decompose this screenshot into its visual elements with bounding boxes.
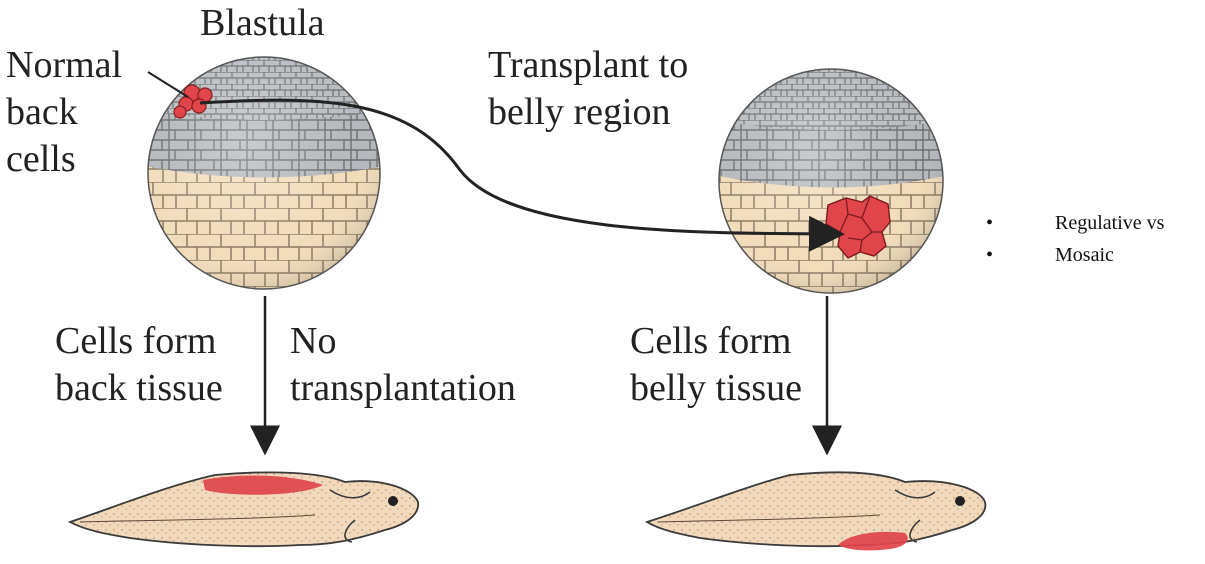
label-no: No: [290, 318, 336, 364]
bullet-item: • Mosaic: [986, 240, 1201, 270]
bullet-marker: •: [986, 240, 1006, 270]
label-cells-form-back-1: Cells form: [55, 318, 216, 364]
label-leader-line: [148, 72, 188, 97]
label-cells-form-belly-2: belly tissue: [630, 365, 802, 411]
blastula-left: [140, 50, 390, 300]
label-blastula: Blastula: [200, 0, 325, 46]
label-cells-form-back-2: back tissue: [55, 365, 223, 411]
bullet-text: Mosaic: [1055, 240, 1114, 270]
label-transplant-line2: belly region: [488, 89, 671, 135]
label-normal: Normal: [6, 42, 122, 88]
label-transplantation: transplantation: [290, 365, 516, 411]
eye-right: [955, 496, 965, 506]
bullet-item: • Regulative vs: [986, 208, 1201, 238]
label-transplant-line1: Transplant to: [488, 42, 688, 88]
eye-left: [388, 496, 398, 506]
bullet-text: Regulative vs: [1055, 208, 1164, 238]
label-back: back: [6, 89, 78, 135]
tadpole-right: [647, 472, 985, 550]
label-cells-form-belly-1: Cells form: [630, 318, 791, 364]
tadpole-left: [70, 472, 418, 546]
bullet-marker: •: [986, 208, 1006, 238]
blastula-right: [715, 65, 950, 300]
label-cells: cells: [6, 136, 76, 182]
